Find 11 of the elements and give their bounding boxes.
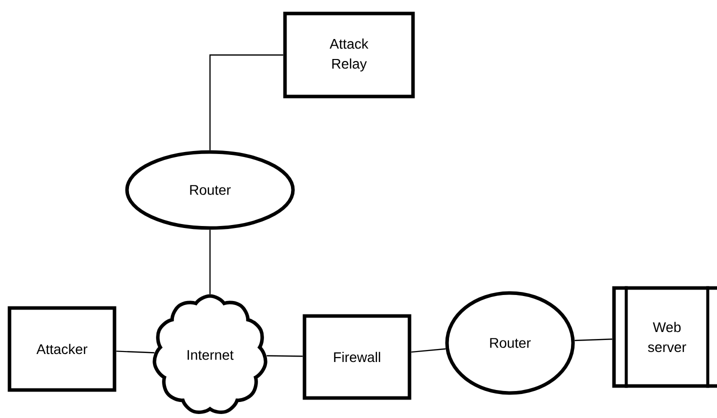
device-box: Attacker	[8, 306, 116, 392]
internet-cloud: Internet	[152, 294, 268, 414]
connector-line	[411, 348, 446, 353]
device-box: Attack Relay	[283, 12, 415, 98]
server-box: Web server	[612, 286, 717, 388]
connector-line	[209, 230, 211, 294]
connector-line	[116, 350, 154, 354]
connector-line	[574, 338, 612, 342]
connector-line	[266, 355, 303, 357]
firewall-box: Firewall	[302, 314, 412, 400]
connector-line	[209, 54, 284, 150]
